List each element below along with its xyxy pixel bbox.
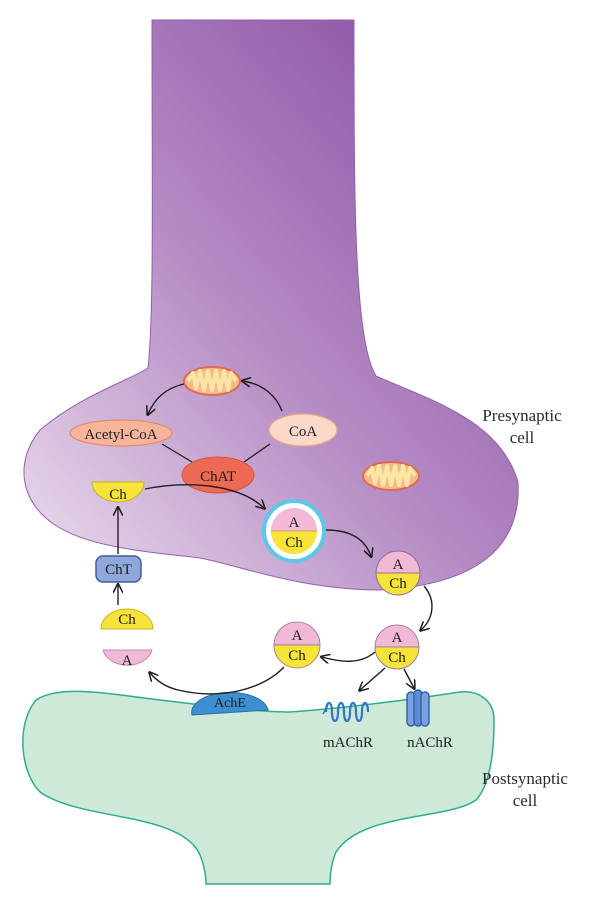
arrow-ch-to-vesicle (144, 484, 264, 508)
mitochondrion-right (362, 461, 420, 491)
acetyl-coa-node (69, 419, 173, 447)
postsynaptic-label-line1: Postsynaptic (482, 769, 568, 788)
arrow-to-machr (360, 667, 386, 690)
ach-cleft-right (374, 624, 420, 670)
acetyl-coa-label: Acetyl-CoA (84, 427, 157, 443)
acetate-cleft-label: A (122, 653, 133, 669)
arrow-coa-to-mitochondrion (243, 381, 283, 412)
nachr-receptor (406, 689, 430, 727)
presynaptic-label-line2: cell (509, 428, 535, 447)
line-chat-coa (243, 443, 271, 463)
choline-intracellular (91, 481, 145, 503)
choline-cleft-label: Ch (118, 612, 136, 628)
machr-receptor (322, 701, 370, 723)
arrow-to-nachr (403, 668, 414, 688)
presynaptic-terminal (23, 19, 519, 591)
coa-node (268, 413, 338, 447)
ach-cleft-middle (273, 621, 321, 669)
choline-cleft (100, 608, 154, 630)
ach-cleft-middle-ch-label: Ch (288, 648, 306, 664)
ach-cleft-middle-a-label: A (292, 628, 303, 644)
arrow-ach-to-ache-pool (322, 651, 376, 661)
arrow-release-to-cleft (421, 585, 433, 630)
coa-label: CoA (289, 424, 318, 440)
presynaptic-label: Presynaptic cell (472, 405, 572, 449)
ach-released-a-label: A (393, 557, 404, 573)
ach-released (375, 550, 421, 596)
nachr-label: nAChR (407, 735, 453, 751)
ach-cleft-right-ch-label: Ch (388, 650, 406, 666)
cht-transporter (95, 555, 142, 583)
arrow-mitochondrion-to-acetylcoa (148, 383, 185, 414)
arrow-hydrolysis-to-a (150, 666, 285, 695)
vesicle-a-label: A (289, 515, 300, 531)
vesicle-ch-label: Ch (285, 535, 303, 551)
chat-enzyme (181, 456, 255, 494)
ache-label: AchE (214, 696, 246, 711)
cht-label: ChT (105, 562, 132, 578)
chat-label: ChAT (200, 469, 236, 485)
acetate-cleft (102, 649, 153, 666)
choline-intracellular-label: Ch (109, 487, 127, 503)
presynaptic-label-line1: Presynaptic (482, 406, 562, 425)
postsynaptic-label-line2: cell (512, 791, 538, 810)
ach-cleft-right-a-label: A (392, 630, 403, 646)
machr-label: mAChR (323, 735, 373, 751)
postsynaptic-label: Postsynaptic cell (470, 768, 580, 812)
mitochondrion-top (183, 366, 241, 396)
synaptic-vesicle (262, 499, 326, 563)
line-chat-acetylcoa (161, 443, 193, 463)
arrow-vesicle-release (325, 529, 371, 556)
ach-released-ch-label: Ch (389, 576, 407, 592)
